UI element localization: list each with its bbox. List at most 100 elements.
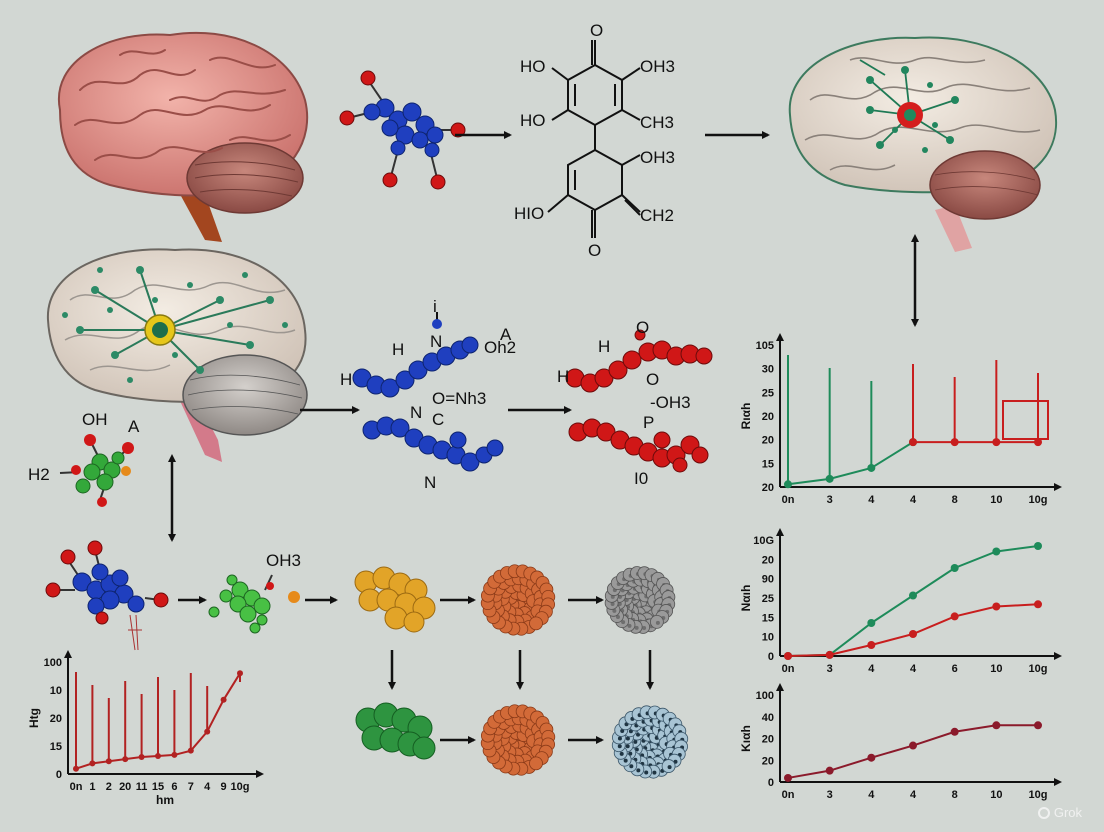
- x-tick-label: 10g: [1029, 789, 1048, 801]
- data-point: [187, 747, 194, 754]
- particle-dot: [617, 744, 622, 749]
- data-point: [825, 650, 834, 659]
- particle-dot: [617, 601, 622, 606]
- grok-logo-icon: [1037, 806, 1050, 819]
- data-point: [867, 619, 876, 627]
- x-tick-label: 0n: [782, 789, 795, 801]
- y-tick-label: 20: [762, 411, 774, 423]
- molecule-green-hydroxyl: OH3: [208, 551, 301, 634]
- label-red-p: P: [643, 413, 654, 432]
- y-tick-label: 10G: [753, 535, 774, 547]
- label-o-top: O: [590, 21, 603, 40]
- particle-dot: [636, 768, 641, 773]
- data-point: [992, 438, 1001, 447]
- y-tick-label: 20: [762, 755, 774, 767]
- label-chain-n2: N: [410, 403, 422, 422]
- particle-dot: [617, 736, 622, 741]
- data-point: [992, 547, 1001, 556]
- particle-dot: [642, 625, 647, 630]
- y-tick-label: 20: [762, 734, 774, 746]
- y-axis-label: Rıαh: [739, 403, 753, 430]
- y-tick-label: 10: [762, 632, 774, 644]
- x-tick-label: 0n: [782, 494, 795, 506]
- y-tick-label: 20: [50, 713, 62, 725]
- particle-dot: [625, 736, 630, 741]
- data-point: [992, 602, 1001, 611]
- x-tick-label: 1: [89, 781, 95, 793]
- particle-dot: [644, 770, 649, 775]
- y-tick-label: 25: [762, 387, 774, 399]
- chemical-structure-quinone: [547, 40, 641, 238]
- y-tick-label: 20: [762, 482, 774, 494]
- label-red-oh3: -OH3: [650, 393, 691, 412]
- chart-axes: [776, 683, 1062, 786]
- x-tick-label: 4: [868, 494, 875, 506]
- x-tick-label: 7: [188, 781, 194, 793]
- label-oh3-top: OH3: [640, 57, 675, 76]
- y-tick-label: 0: [768, 651, 774, 663]
- y-tick-label: 15: [762, 612, 774, 624]
- nanoparticle-copper: [480, 564, 556, 636]
- series-line: [787, 724, 1038, 779]
- label-hio: HIO: [514, 204, 544, 223]
- y-tick-label: 20: [762, 435, 774, 447]
- molecule-red-chain: H H O O -OH3 P I0: [557, 318, 713, 488]
- y-tick-label: 30: [762, 364, 774, 376]
- y-tick-label: 0: [56, 769, 62, 781]
- x-tick-label: 4: [910, 789, 917, 801]
- x-tick-label: 10g: [1029, 663, 1048, 675]
- particle-dot: [621, 620, 626, 625]
- y-tick-label: 10: [50, 685, 62, 697]
- particle-dot: [633, 739, 638, 744]
- data-point: [237, 670, 243, 677]
- y-tick-label: 100: [756, 690, 774, 702]
- particle-dot: [612, 608, 617, 613]
- data-point: [1034, 438, 1042, 447]
- label-chain-n1: N: [430, 332, 442, 351]
- label-chain-n3: N: [424, 473, 436, 492]
- label-chain-onh3: O=Nh3: [432, 389, 486, 408]
- x-tick-label: 3: [827, 663, 833, 675]
- data-point: [220, 696, 227, 703]
- data-point: [138, 754, 145, 761]
- data-point: [825, 474, 834, 483]
- label-chain-a: A: [500, 325, 512, 344]
- label-chain-i: i: [433, 297, 437, 316]
- x-tick-label: 8: [952, 494, 958, 506]
- data-point: [89, 760, 96, 767]
- data-point: [867, 641, 876, 649]
- label-ho-2: HO: [520, 111, 546, 130]
- particle-dot: [629, 764, 634, 769]
- nanoparticle-orange-cluster: [354, 566, 436, 633]
- label-ch2: CH2: [640, 206, 674, 225]
- x-tick-label: 0n: [782, 663, 795, 675]
- watermark: Grok: [1037, 805, 1082, 820]
- x-tick-label: 9: [221, 781, 227, 793]
- data-point: [867, 753, 876, 762]
- data-point: [825, 766, 834, 775]
- molecule-blue-cluster-bottom: [45, 540, 169, 651]
- label-row-oh3: OH3: [266, 551, 301, 570]
- nanoparticle-grey: [604, 566, 676, 634]
- data-point: [950, 438, 959, 447]
- data-point: [155, 752, 161, 759]
- x-tick-label: 10: [990, 663, 1002, 675]
- x-tick-label: 4: [910, 494, 917, 506]
- y-tick-label: 0: [768, 777, 774, 789]
- label-red-o1: O: [636, 318, 649, 337]
- y-tick-label: 40: [762, 712, 774, 724]
- data-point: [950, 564, 959, 572]
- data-point: [122, 756, 129, 763]
- nanoparticle-copper-bottom: [480, 704, 556, 776]
- y-axis-label: Kıαh: [739, 725, 753, 752]
- label-left-h2: H2: [28, 465, 50, 484]
- x-tick-label: 10: [990, 494, 1002, 506]
- data-point: [1034, 721, 1042, 730]
- x-tick-label: 0n: [70, 781, 83, 793]
- data-point: [909, 591, 917, 600]
- series-line: [787, 545, 1039, 657]
- particle-dot: [655, 620, 660, 625]
